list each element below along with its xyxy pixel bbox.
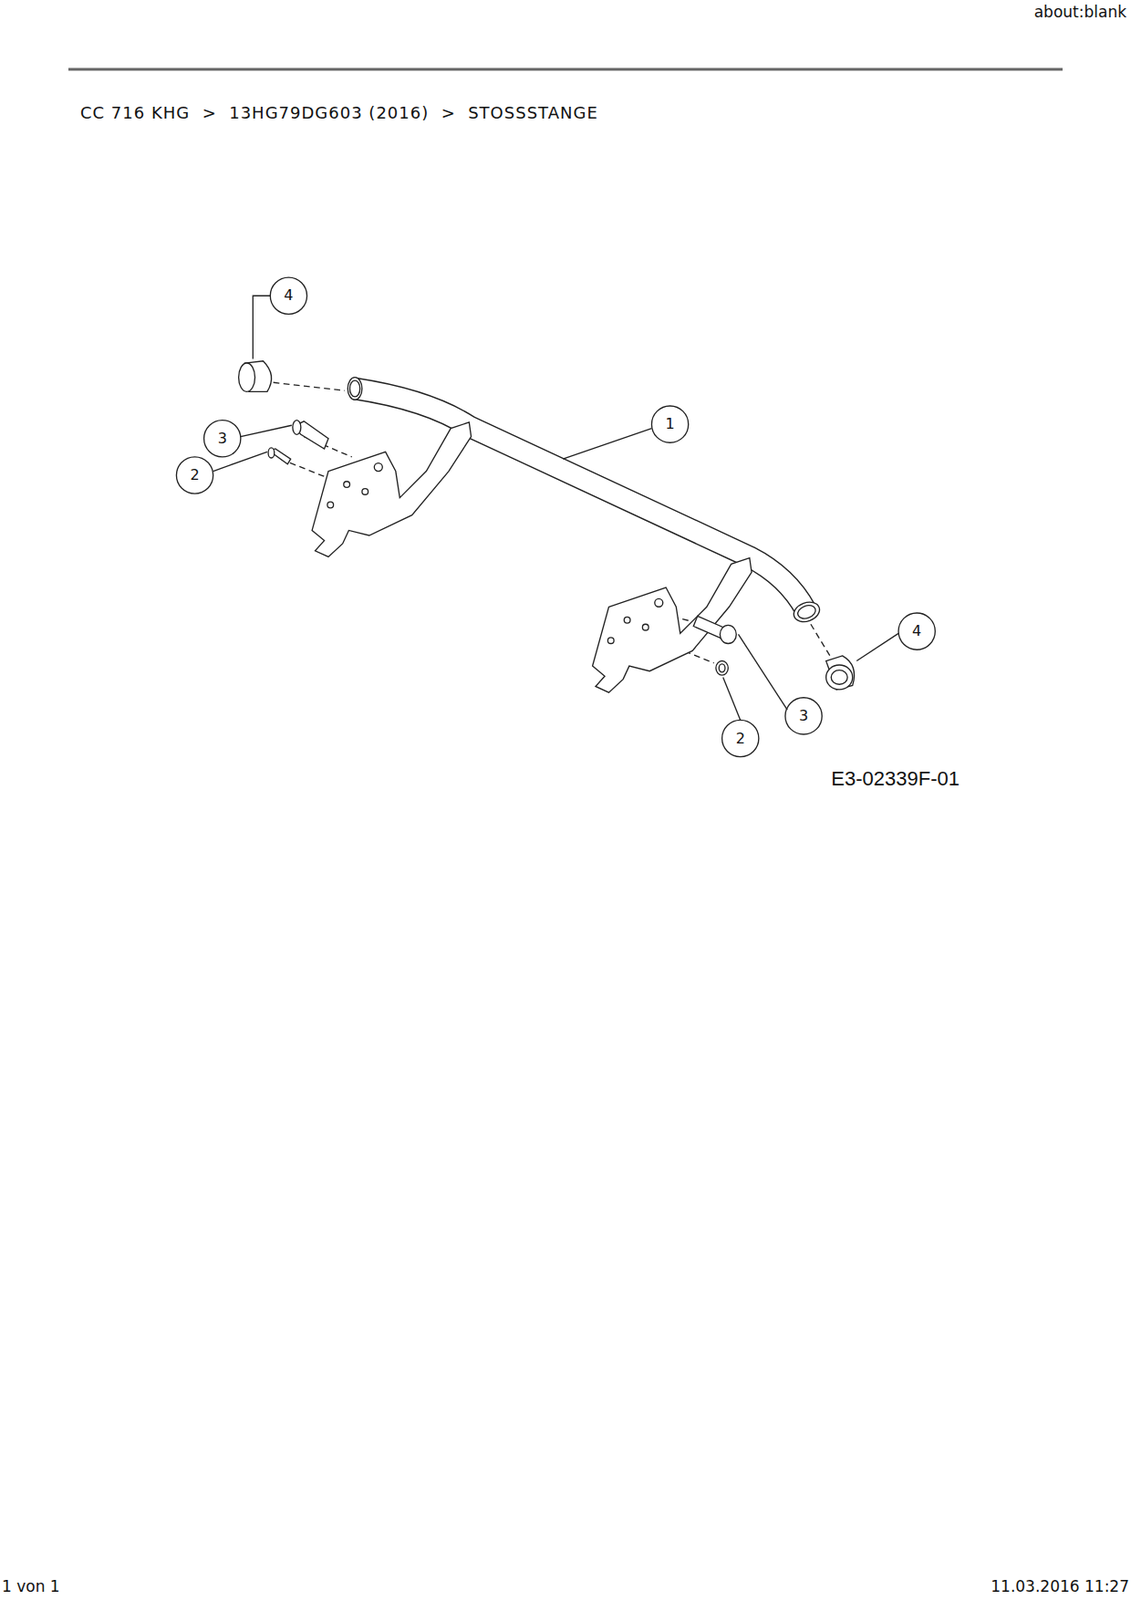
- header-rule: [68, 68, 1063, 72]
- breadcrumb-title: CC 716 KHG > 13HG79DG603 (2016) > STOSSS…: [80, 103, 599, 123]
- callout-number: 4: [283, 287, 293, 304]
- callout-number: 3: [798, 707, 809, 725]
- bumper-drawing: [176, 277, 935, 758]
- callout-number: 2: [736, 730, 746, 748]
- callout-number: 2: [189, 466, 199, 484]
- print-date: 11.03.2016 11:27: [990, 1577, 1130, 1596]
- browser-url: about:blank: [1034, 3, 1127, 21]
- callout-number: 1: [664, 415, 675, 433]
- page-count: 1 von 1: [1, 1577, 61, 1596]
- callout-number: 4: [912, 622, 922, 640]
- drawing-code: E3-02339F-01: [830, 767, 960, 790]
- callout-number: 3: [217, 430, 228, 447]
